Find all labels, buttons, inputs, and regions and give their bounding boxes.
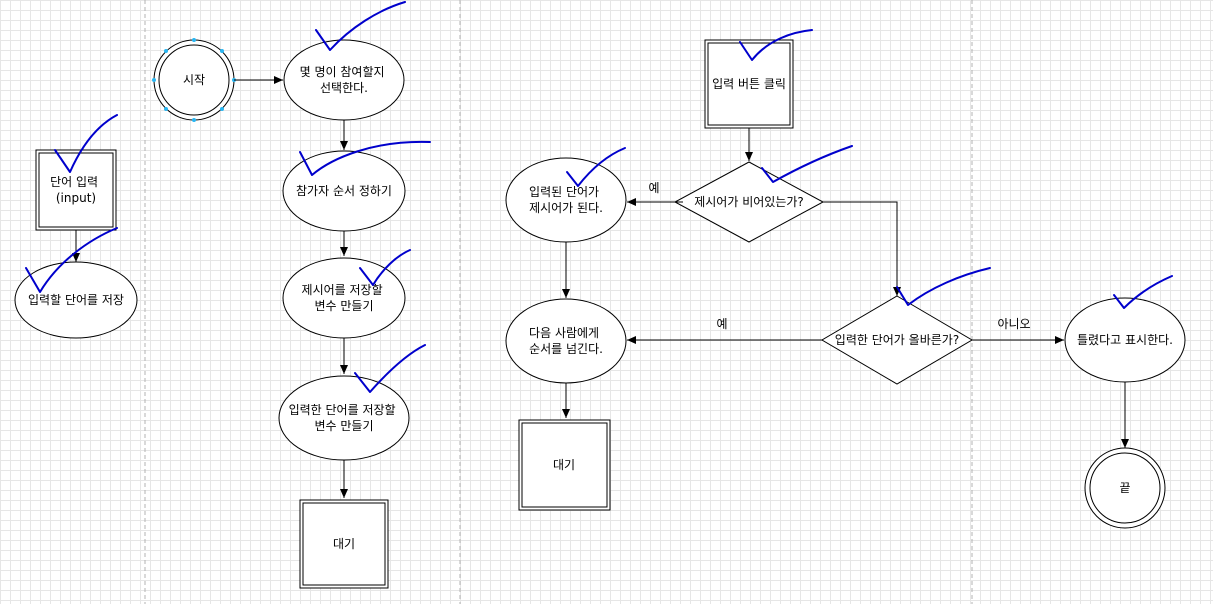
- check-mark: [25, 227, 118, 293]
- check-mark: [739, 29, 813, 61]
- wait-process[interactable]: 대기: [299, 499, 389, 589]
- node-label: 입력 버튼 클릭: [712, 77, 786, 91]
- node-label: 입력한 단어가 올바른가?: [835, 333, 959, 347]
- next-turn-node[interactable]: 다음 사람에게 순서를 넘긴다.: [505, 298, 627, 384]
- click-button-process[interactable]: 입력 버튼 클릭: [704, 39, 794, 129]
- node-label: 제시어가 비어있는가?: [694, 195, 804, 209]
- node-label: 단어 입력 (input): [50, 175, 102, 205]
- node-label: 대기: [553, 458, 575, 472]
- edge-label-no: 아니오: [997, 317, 1030, 331]
- check-mark: [1113, 275, 1173, 309]
- check-mark: [761, 145, 853, 183]
- check-mark: [354, 344, 426, 393]
- wrong-node[interactable]: 틀렸다고 표시한다.: [1064, 297, 1186, 383]
- node-label: 입력한 단어를 저장할 변수 만들기: [289, 403, 400, 433]
- node-label: 끝: [1119, 481, 1130, 495]
- check-mark: [54, 114, 118, 173]
- becomes-word-node[interactable]: 입력된 단어가 제시어가 된다.: [505, 157, 627, 243]
- correct-check-decision[interactable]: 입력한 단어가 올바른가?: [821, 295, 973, 385]
- node-label: 입력된 단어가 제시어가 된다.: [529, 185, 603, 215]
- check-mark: [299, 140, 431, 176]
- end-node[interactable]: 끝: [1084, 447, 1166, 529]
- order-node[interactable]: 참가자 순서 정하기: [282, 150, 406, 232]
- check-mark: [359, 249, 411, 286]
- node-label: 몇 명이 참여할지 선택한다.: [300, 65, 389, 95]
- node-label: 시작: [183, 73, 205, 87]
- start-node[interactable]: 시작: [152, 38, 236, 122]
- wait-process[interactable]: 대기: [518, 419, 611, 511]
- store-word-node[interactable]: 입력할 단어를 저장: [14, 261, 138, 339]
- node-label: 다음 사람에게 순서를 넘긴다.: [529, 326, 603, 356]
- check-mark: [315, 1, 406, 51]
- edge-arrow: [823, 201, 901, 296]
- node-label: 참가자 순서 정하기: [296, 184, 392, 198]
- node-label: 제시어를 저장할 변수 만들기: [302, 283, 387, 313]
- select-count-node[interactable]: 몇 명이 참여할지 선택한다.: [283, 39, 405, 121]
- edge-label-yes: 예: [716, 317, 727, 331]
- input-word-process[interactable]: 단어 입력 (input): [35, 149, 117, 231]
- input-variable-node[interactable]: 입력한 단어를 저장할 변수 만들기: [278, 375, 410, 461]
- check-mark-group: [25, 1, 1173, 393]
- check-mark: [566, 147, 626, 187]
- node-label: 틀렸다고 표시한다.: [1077, 333, 1173, 347]
- check-mark: [896, 267, 991, 306]
- node-label: 입력할 단어를 저장: [28, 293, 124, 307]
- word-variable-node[interactable]: 제시어를 저장할 변수 만들기: [282, 257, 406, 339]
- empty-check-decision[interactable]: 제시어가 비어있는가?: [673, 161, 825, 243]
- node-label: 대기: [333, 537, 355, 551]
- edge-label-yes: 예: [648, 181, 659, 195]
